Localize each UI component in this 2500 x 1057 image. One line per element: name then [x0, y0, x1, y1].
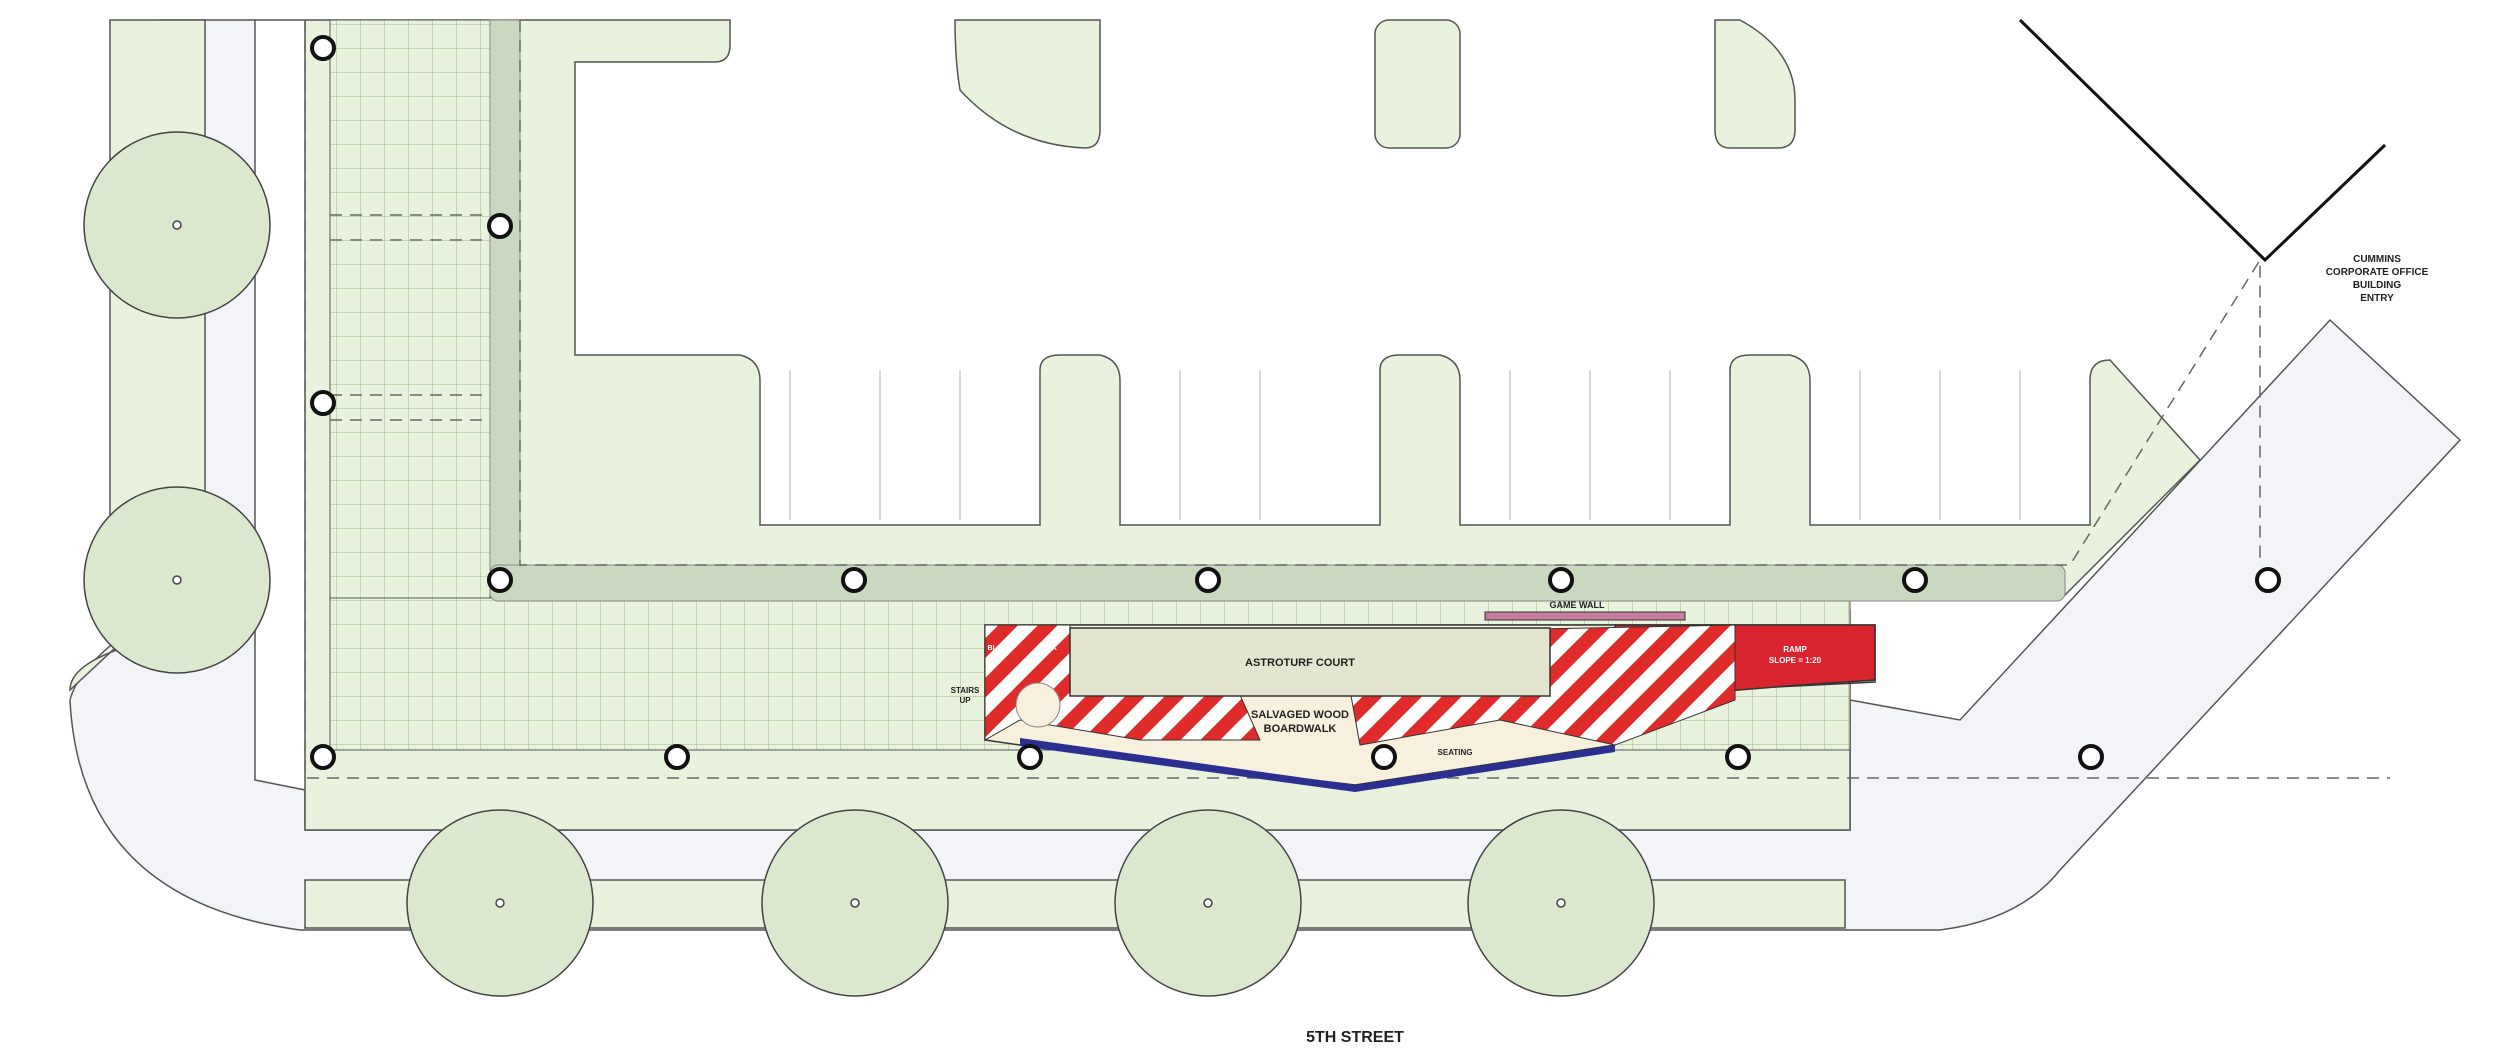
circle-octagon-icon	[1195, 567, 1221, 593]
small-left-label-2: DECK	[1037, 645, 1057, 652]
tree-canopy-icon	[1114, 809, 1302, 997]
boardwalk-label-2: BOARDWALK	[1264, 723, 1337, 735]
seating-bench	[1020, 738, 1615, 792]
tree-canopy-icon	[406, 809, 594, 997]
trees	[83, 131, 1655, 997]
game-wall	[1484, 611, 1686, 621]
small-left-label-1: BLOCK	[988, 645, 1013, 652]
circle-octagon-icon	[1902, 567, 1928, 593]
light-poles	[310, 35, 2281, 770]
astroturf-label: ASTROTURF COURT	[1245, 657, 1355, 669]
circle-octagon-icon	[2078, 744, 2104, 770]
circle-octagon-icon	[1725, 744, 1751, 770]
circle-octagon-icon	[664, 744, 690, 770]
ramp-label-1: RAMP	[1783, 645, 1807, 654]
parking-stalls	[789, 370, 2021, 520]
building-label-2: CORPORATE OFFICE	[2326, 267, 2429, 278]
game-wall-label: GAME WALL	[1550, 600, 1605, 610]
circle-octagon-icon	[487, 213, 513, 239]
boardwalk-label-1: SALVAGED WOOD	[1251, 709, 1349, 721]
stairs-label-2: UP	[959, 696, 971, 705]
circle-octagon-icon	[1371, 744, 1397, 770]
circle-octagon-icon	[310, 744, 336, 770]
circle-octagon-icon	[2255, 567, 2281, 593]
labels: 5TH STREET CUMMINS CORPORATE OFFICE BUIL…	[951, 254, 2429, 1046]
tree-canopy-icon	[1467, 809, 1655, 997]
court-assembly	[984, 611, 1876, 792]
seating-label: SEATING	[1438, 748, 1473, 757]
building-edge	[2018, 18, 2387, 263]
circle-octagon-icon	[310, 35, 336, 61]
circle-octagon-icon	[487, 567, 513, 593]
circle-octagon-icon	[1017, 744, 1043, 770]
building-label-1: CUMMINS	[2353, 254, 2401, 265]
tree-canopy-icon	[83, 486, 271, 674]
tree-canopy-icon	[83, 131, 271, 319]
building-label-4: ENTRY	[2360, 293, 2394, 304]
circle-octagon-icon	[310, 390, 336, 416]
circle-octagon-icon	[841, 567, 867, 593]
building-label-3: BUILDING	[2353, 280, 2402, 291]
astroturf-court	[1069, 627, 1551, 697]
circle-octagon-icon	[1548, 567, 1574, 593]
street-label: 5TH STREET	[1306, 1029, 1404, 1046]
tree-canopy-icon	[761, 809, 949, 997]
property-lines	[304, 20, 2390, 779]
ramp-label-2: SLOPE = 1:20	[1769, 656, 1822, 665]
stairs-label-1: STAIRS	[951, 686, 980, 695]
